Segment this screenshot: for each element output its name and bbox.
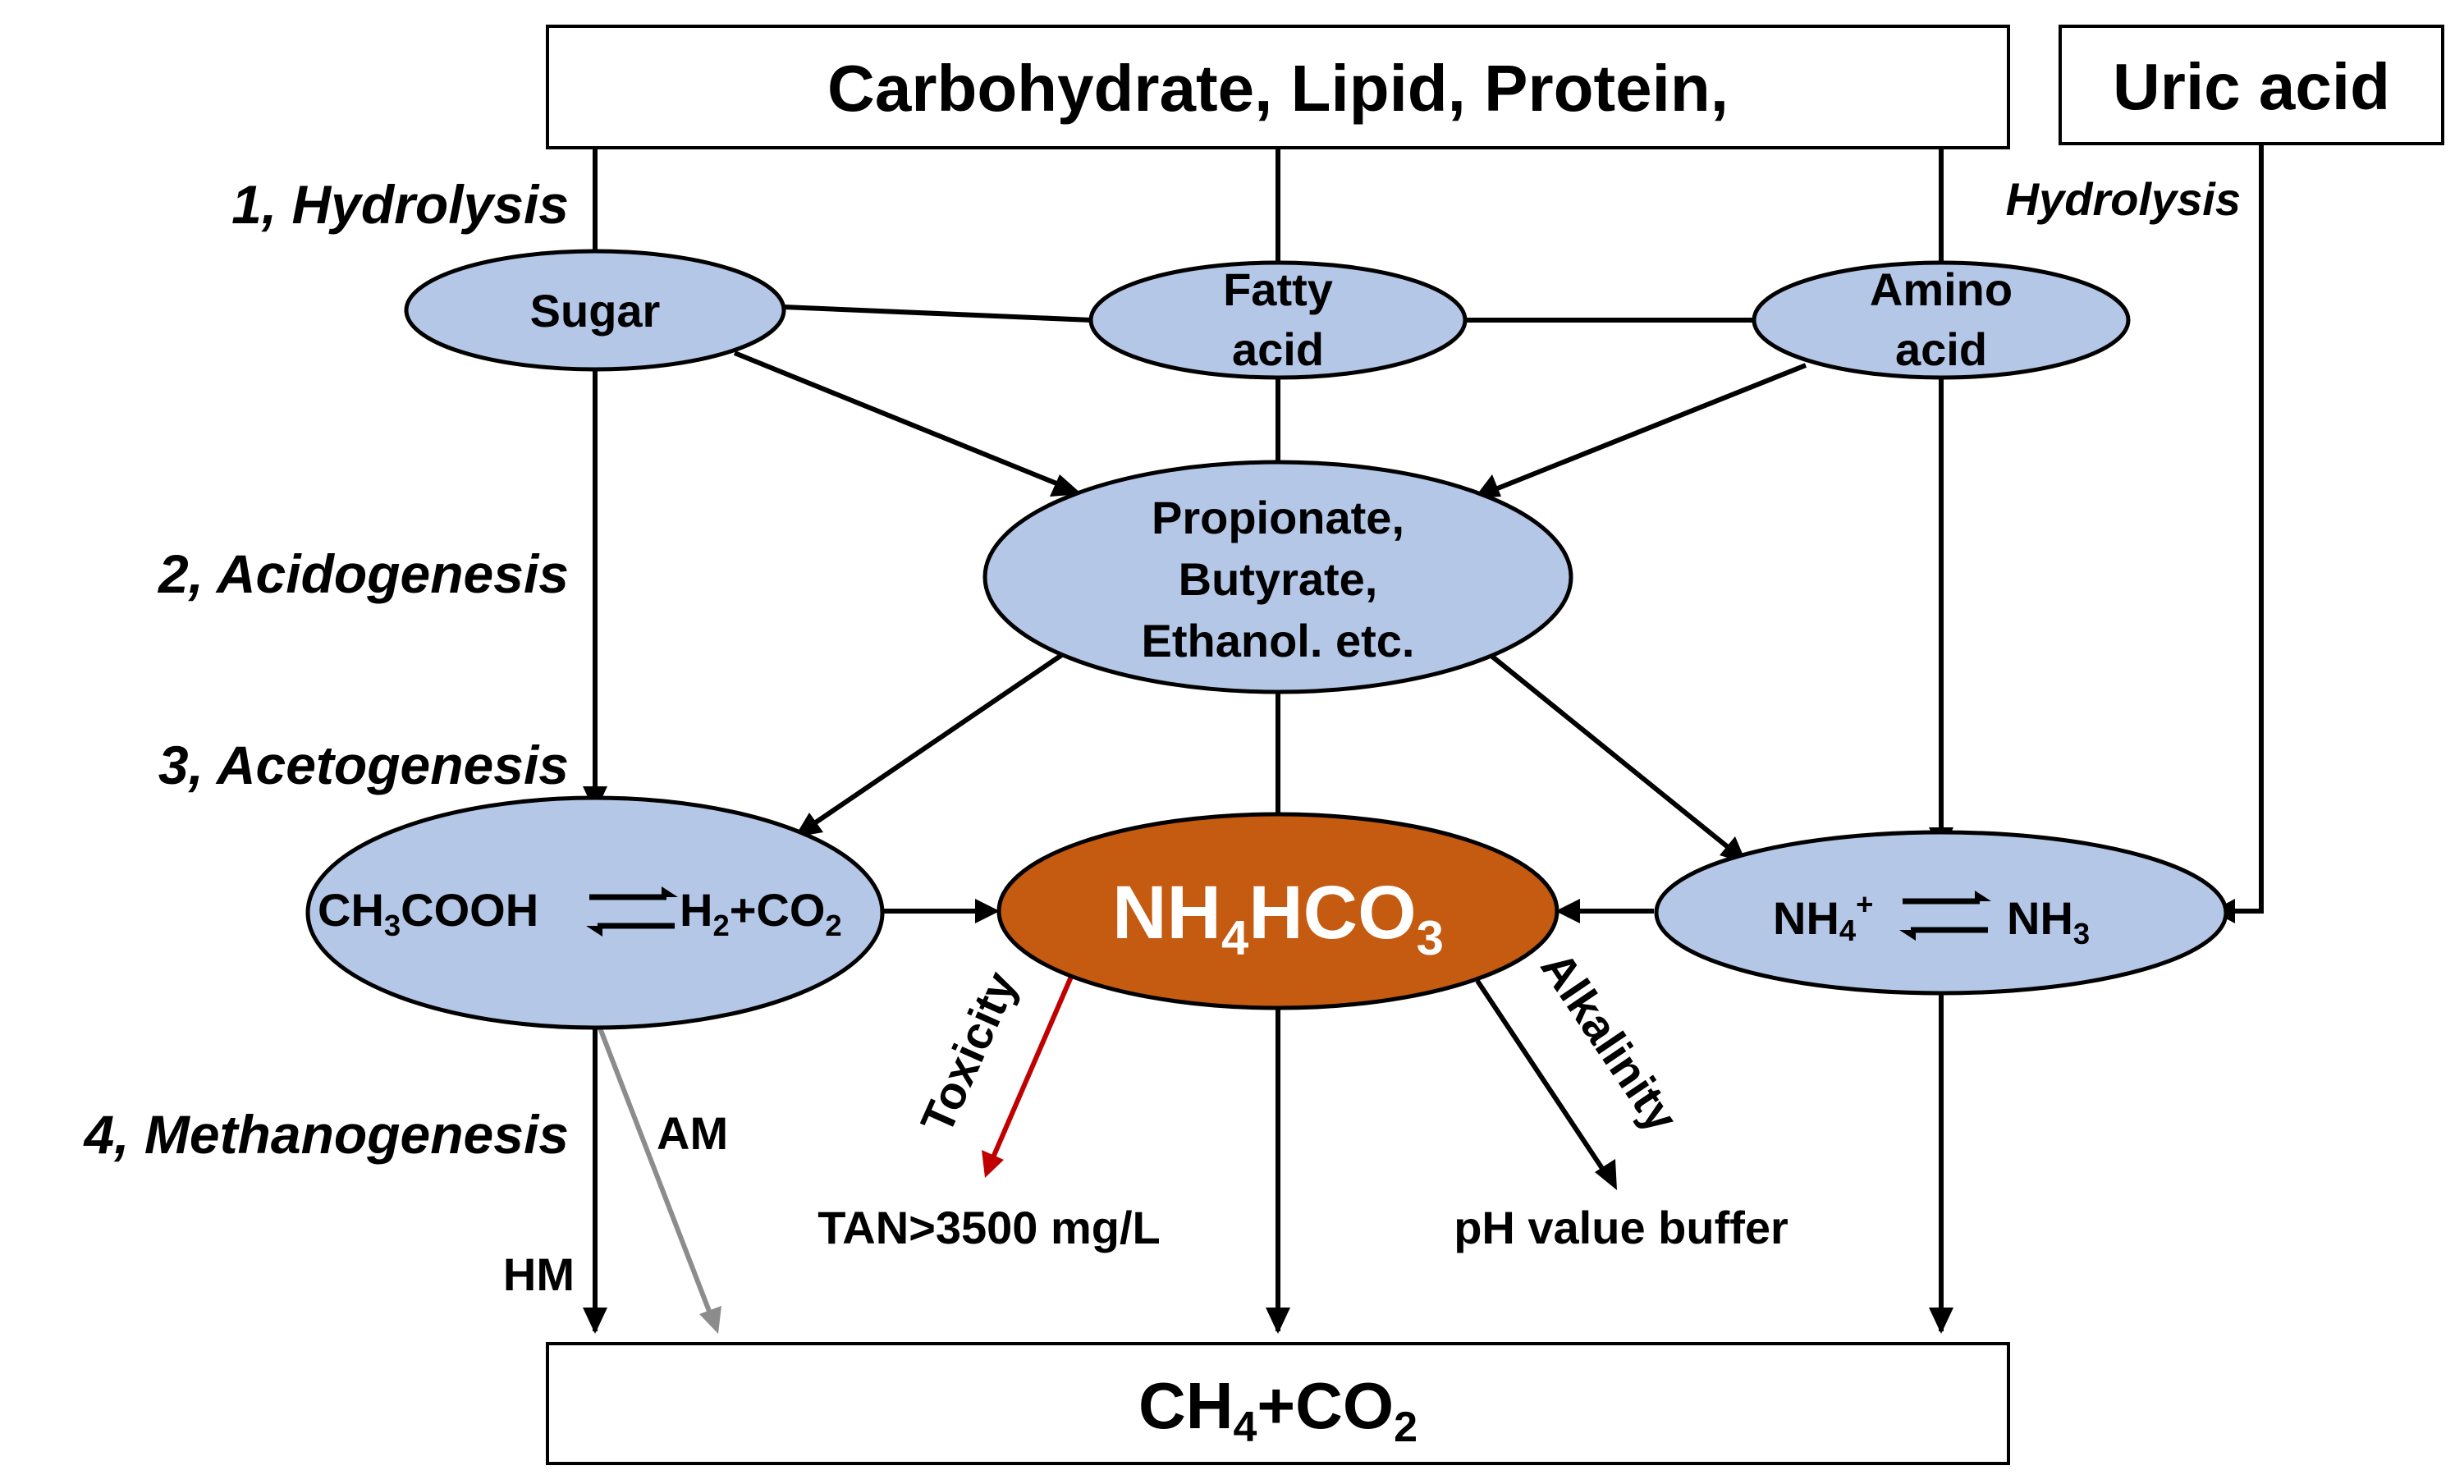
- arrow-vfa-to-acetate: [804, 650, 1067, 831]
- arrow-am: [597, 1024, 712, 1315]
- hm-label: HM: [503, 1248, 575, 1300]
- node-sugar-label: Sugar: [530, 285, 661, 337]
- uric-acid-box: Uric acid: [2059, 25, 2444, 145]
- node-fatty-acid-line-1: Fatty: [1223, 263, 1333, 315]
- connectors: [593, 144, 2264, 1331]
- node-amino-acid-line-1: Amino: [1870, 263, 2013, 315]
- node-vfa-line-2: Butyrate,: [1179, 553, 1378, 605]
- arrowhead-ammonium-to-bottom: [1929, 1308, 1953, 1334]
- center-formula: NH4HCO3: [1112, 871, 1444, 965]
- am-arrow: [597, 1024, 721, 1334]
- arrowhead-ammonium-to-center: [1555, 899, 1580, 923]
- stage-methanogenesis: 4, Methanogenesis: [83, 1104, 570, 1165]
- top-box-label: Carbohydrate, Lipid, Protein,: [827, 52, 1729, 125]
- node-amino-acid-line-2: acid: [1895, 323, 1987, 375]
- tan-threshold-label: TAN>3500 mg/L: [818, 1202, 1161, 1253]
- hydrolysis-right-label: Hydrolysis: [2006, 173, 2241, 225]
- ammonium-right-formula: NH3: [2007, 892, 2090, 950]
- node-fatty-acid-line-2: acid: [1232, 323, 1324, 375]
- arrow-uric-to-ammonium: [2226, 144, 2264, 914]
- alkalinity-label: Alkalinity: [1531, 942, 1688, 1141]
- node-fatty-acid: Fatty acid: [1088, 260, 1468, 380]
- node-vfa-line-3: Ethanol. etc.: [1142, 615, 1415, 666]
- ammonium-left-formula: NH4+: [1773, 887, 1873, 947]
- arrowhead-acetate-to-center: [975, 899, 1000, 923]
- ph-buffer-label: pH value buffer: [1454, 1202, 1788, 1253]
- node-ammonium: NH4+ NH3: [1654, 830, 2228, 996]
- node-sugar: Sugar: [404, 249, 786, 372]
- arrowhead-sugar-to-vfa: [1050, 474, 1082, 497]
- stage-hydrolysis: 1, Hydrolysis: [231, 174, 569, 235]
- arrowhead-toxicity: [982, 1150, 1004, 1178]
- arrow-sugar-to-vfa: [733, 350, 1070, 491]
- equilibrium-arrows-icon: [586, 886, 678, 937]
- acetate-left-formula: CH3COOH: [318, 884, 538, 942]
- acetate-right-formula: H2+CO2: [680, 884, 842, 942]
- stage-acidogenesis: 2, Acidogenesis: [157, 543, 569, 604]
- node-vfa-line-1: Propionate,: [1152, 492, 1404, 543]
- node-center: NH4HCO3: [996, 812, 1559, 1010]
- arrow-toxicity: [991, 975, 1074, 1159]
- arrow-alkalinity: [1475, 979, 1607, 1174]
- uric-acid-label: Uric acid: [2113, 50, 2390, 123]
- arrowhead-center-to-bottom: [1266, 1308, 1290, 1334]
- node-vfa: Propionate, Butyrate, Ethanol. etc.: [982, 460, 1573, 694]
- top-box: Carbohydrate, Lipid, Protein,: [546, 25, 2010, 149]
- arrowhead-alkalinity: [1595, 1159, 1617, 1190]
- equilibrium-arrows-icon: [1899, 891, 1991, 941]
- arrowhead-hm: [583, 1308, 607, 1334]
- node-amino-acid: Amino acid: [1752, 260, 2131, 380]
- bottom-box: CH4+CO2: [546, 1342, 2010, 1465]
- bottom-box-label: CH4+CO2: [1138, 1369, 1417, 1451]
- arrow-amino-to-vfa: [1486, 363, 1807, 495]
- line-sugar-to-fatty: [783, 305, 1092, 323]
- toxicity-arrow: [982, 975, 1074, 1178]
- outcome-labels: TAN>3500 mg/L pH value buffer: [818, 1202, 1788, 1253]
- arrowhead-am: [699, 1306, 721, 1334]
- am-label: AM: [657, 1107, 728, 1159]
- node-acetate: CH3COOH H2+CO2: [305, 795, 885, 1030]
- arrow-vfa-to-ammonium: [1486, 650, 1738, 856]
- stage-labels: 1, Hydrolysis 2, Acidogenesis 3, Acetoge…: [83, 173, 2242, 1165]
- stage-acetogenesis: 3, Acetogenesis: [158, 735, 569, 795]
